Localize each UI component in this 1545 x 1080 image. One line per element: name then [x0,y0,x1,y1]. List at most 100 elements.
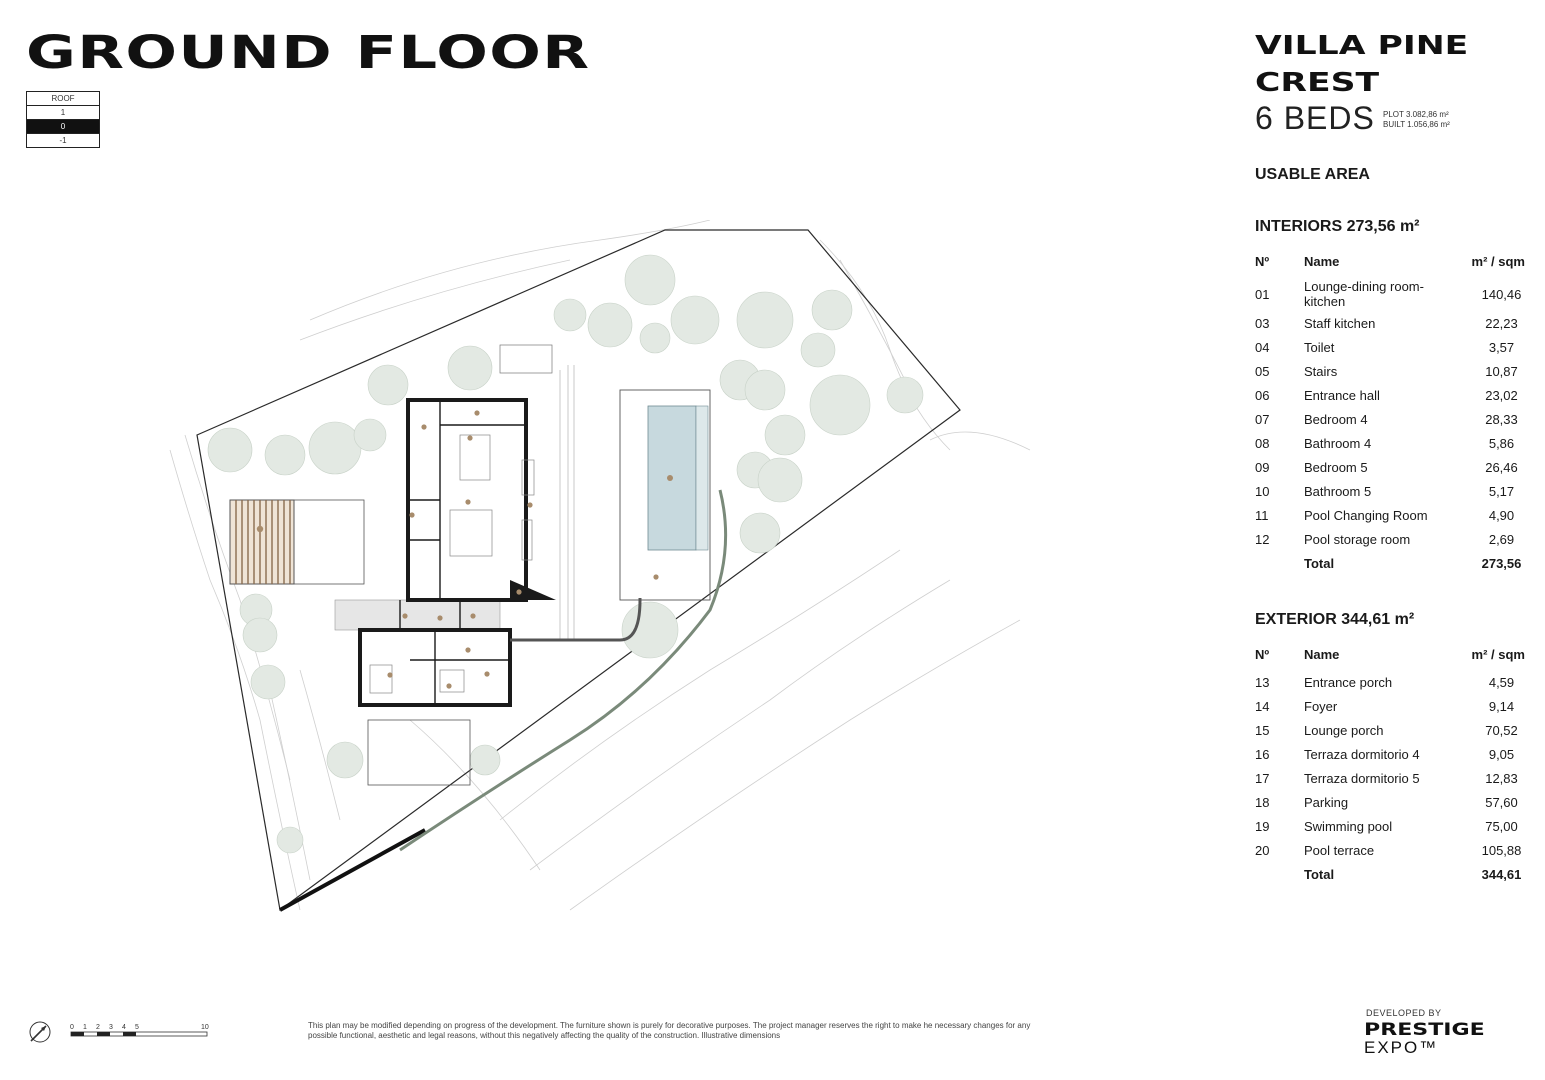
row-name: Lounge-dining room-kitchen [1304,279,1424,309]
col-number: Nº [1255,646,1270,662]
scale-tick: 1 [83,1024,87,1031]
beds-count: 6 BEDS [1255,100,1375,136]
row-number: 04 [1255,339,1270,355]
col-number: Nº [1255,253,1270,269]
row-number: 18 [1255,794,1270,810]
row-area: 10,87 [1485,363,1518,379]
row-name: Bedroom 4 [1304,411,1368,427]
parking [367,719,471,786]
house-walls [358,398,528,707]
furniture [369,434,535,694]
row-name: Lounge porch [1304,722,1384,738]
outdoor-furniture [499,344,553,374]
pool-edge [695,405,709,551]
row-area: 4,90 [1488,507,1515,523]
row-name: Foyer [1304,698,1338,714]
total-value: 273,56 [1481,555,1522,571]
brand-name: PRESTIGE [1364,1020,1485,1040]
scale-tick: 10 [201,1024,209,1031]
total-value: 344,61 [1481,866,1522,882]
table-row: 06 Entrance hall 23,02 [1255,383,1525,407]
row-name: Pool terrace [1304,842,1375,858]
row-name: Entrance hall [1304,387,1380,403]
villa-name: VILLA PINE CREST [1255,31,1469,98]
col-area: m² / sqm [1471,646,1525,662]
pool-terrace [619,389,711,601]
row-name: Bathroom 5 [1304,483,1372,499]
row-number: 05 [1255,363,1270,379]
developer-logo: PRESTIGE EXPO™ [1364,1021,1485,1057]
row-name: Stairs [1304,363,1338,379]
room-markers [256,410,673,689]
row-name: Swimming pool [1304,818,1393,834]
row-number: 15 [1255,722,1270,738]
row-area: 3,57 [1488,339,1515,355]
scale-bar-graphic: 0 1 2 3 4 5 10 [70,1024,209,1037]
exterior-heading: EXTERIOR 344,61 m² [1255,611,1415,628]
usable-area-heading: USABLE AREA [1255,166,1370,183]
row-area: 23,02 [1485,387,1518,403]
level-selector[interactable]: ROOF 1 0 -1 [26,91,100,148]
garden-path [559,365,575,640]
col-name: Name [1304,646,1340,662]
developed-by-label: DEVELOPED BY [1366,1008,1442,1018]
row-name: Terraza dormitorio 4 [1304,746,1420,762]
row-area: 140,46 [1481,286,1522,302]
trees [207,254,924,854]
level-1[interactable]: 1 [27,106,99,120]
built-area: BUILT 1.056,86 m² [1383,120,1450,129]
pergola [229,499,295,585]
scale-bar: 0 1 2 3 4 5 10 [70,1022,212,1045]
row-name: Staff kitchen [1304,315,1376,331]
row-area: 5,86 [1488,435,1515,451]
scale-tick: 4 [122,1024,126,1031]
brand-subname: EXPO™ [1364,1038,1439,1057]
row-name: Pool Changing Room [1304,507,1428,523]
row-number: 06 [1255,387,1270,403]
row-area: 9,05 [1488,746,1515,762]
interior-walls [399,400,526,705]
table-row: 05 Stairs 10,87 [1255,359,1525,383]
terrace-wedge [510,580,556,600]
row-number: 16 [1255,746,1270,762]
col-name: Name [1304,253,1340,269]
row-number: 14 [1255,698,1270,714]
row-number: 09 [1255,459,1270,475]
scale-tick: 0 [70,1024,74,1031]
row-number: 17 [1255,770,1270,786]
row-name: Parking [1304,794,1349,810]
row-area: 5,17 [1488,483,1515,499]
table-row: 16 Terraza dormitorio 4 9,05 [1255,742,1525,766]
table-row: 07 Bedroom 4 28,33 [1255,407,1525,431]
row-number: 13 [1255,674,1270,690]
boundary-wall [279,828,426,912]
row-name: Terraza dormitorio 5 [1304,770,1420,786]
floor-plan [169,220,1031,912]
row-area: 105,88 [1481,842,1522,858]
row-name: Toilet [1304,339,1335,355]
row-number: 19 [1255,818,1270,834]
table-row: 17 Terraza dormitorio 5 12,83 [1255,766,1525,790]
level-minus-1[interactable]: -1 [59,136,67,145]
scale-tick: 3 [109,1024,113,1031]
table-row: 04 Toilet 3,57 [1255,335,1525,359]
row-area: 4,59 [1488,674,1515,690]
row-area: 28,33 [1485,411,1518,427]
row-area: 12,83 [1485,770,1518,786]
level-roof[interactable]: ROOF [27,92,99,106]
table-header: Nº Name m² / sqm [1255,646,1525,662]
level-0-active[interactable]: 0 [27,120,99,134]
north-arrow-icon [29,1021,51,1043]
row-number: 07 [1255,411,1270,427]
row-area: 22,23 [1485,315,1518,331]
row-area: 26,46 [1485,459,1518,475]
